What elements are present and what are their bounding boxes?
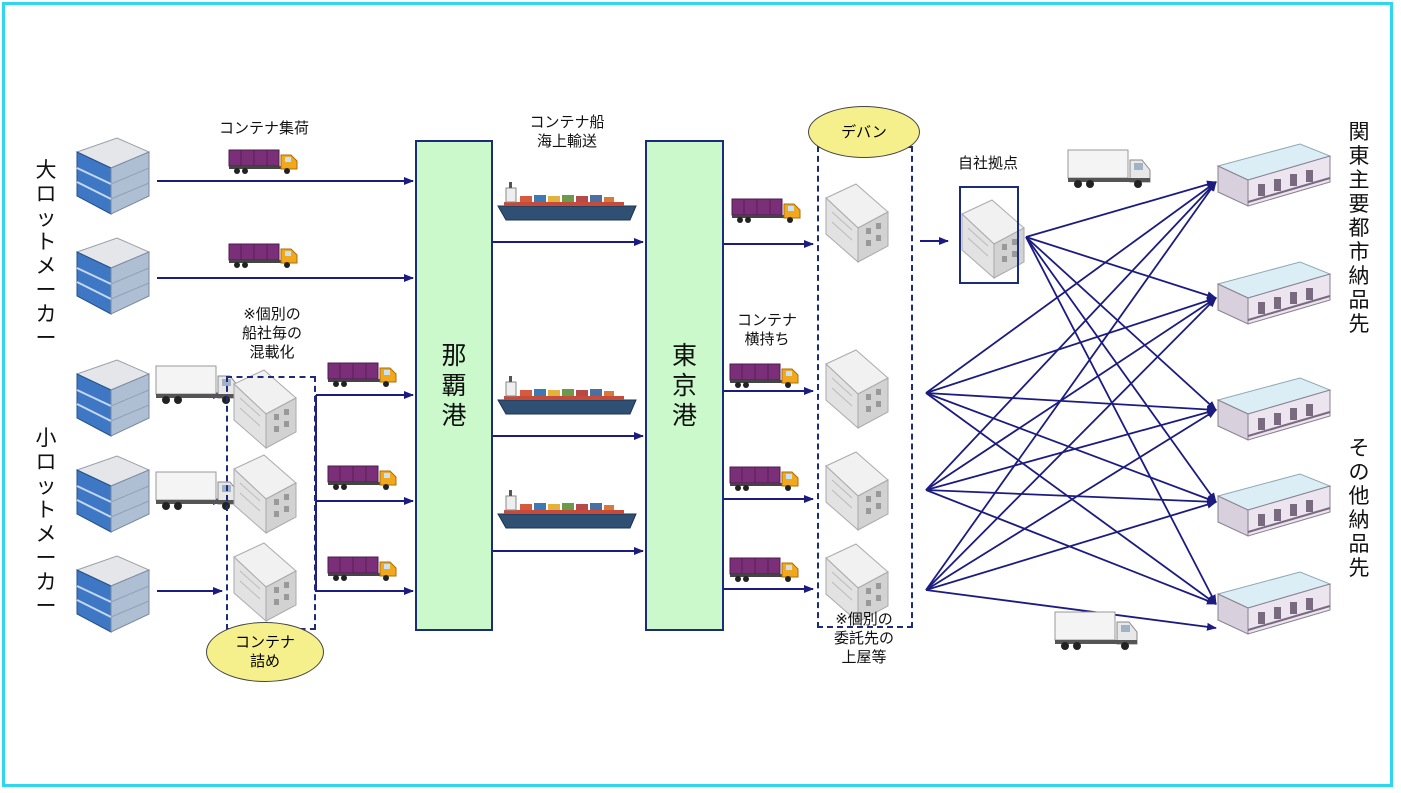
small-lot-maker-label-char: ロ (33, 450, 59, 474)
consolidation-note-line3: 混載化 (217, 343, 327, 362)
kanto-destination-label-char: 市 (1346, 240, 1372, 264)
naha-port-label-line1: 那 (417, 341, 491, 371)
container-truck-icon (730, 467, 798, 491)
other-destination-label-char: 納 (1346, 508, 1372, 532)
factory-icon (77, 238, 149, 314)
container-ship-icon (498, 376, 636, 414)
factory-icon (77, 556, 149, 632)
tokyo-port: 東 京 港 (645, 140, 724, 631)
kanto-destination-label-char: 品 (1346, 288, 1372, 312)
container-drayage-label: コンテナ 横持ち (722, 311, 812, 349)
large-lot-maker-label-char: ロ (33, 182, 59, 206)
large-lot-maker-label-char: カ (33, 302, 59, 326)
small-lot-maker-label-char: ー (33, 594, 59, 618)
small-lot-maker-label-char: 小 (33, 426, 59, 450)
contractor-note-line3: 上屋等 (809, 648, 919, 667)
other-destination-label-char: 品 (1346, 532, 1372, 556)
factory-icon (77, 456, 149, 532)
kanto-destination-label-char: 関 (1346, 120, 1372, 144)
large-lot-maker-label-char: ッ (33, 206, 59, 230)
delivery-warehouse-icon (1218, 474, 1330, 536)
consolidation-note-line2: 船社毎の (217, 324, 327, 343)
tokyo-port-label-line1: 東 (647, 341, 722, 371)
tokyo-port-label: 東 京 港 (647, 341, 722, 431)
devanning-label: デバン (841, 123, 887, 142)
container-truck-icon (730, 364, 798, 388)
container-stuffing-oval: コンテナ 詰め (206, 622, 324, 682)
own-depot-label: 自社拠点 (938, 154, 1038, 173)
devanning-oval: デバン (808, 106, 920, 158)
small-lot-maker-label-char: ッ (33, 474, 59, 498)
kanto-destination-label-char: 主 (1346, 168, 1372, 192)
large-lot-maker-label-char: 大 (33, 158, 59, 182)
consolidation-box (226, 376, 316, 630)
kanto-destination-label-char: 東 (1346, 144, 1372, 168)
factory-icon (77, 138, 149, 214)
naha-port-label-line2: 覇 (417, 371, 491, 401)
container-truck-icon (328, 363, 396, 387)
small-lot-maker-label-char: メ (33, 522, 59, 546)
consolidation-note-line1: ※個別の (217, 305, 327, 324)
container-truck-icon (328, 557, 396, 581)
kanto-destination-label-char: 都 (1346, 216, 1372, 240)
container-stuffing-line1: コンテナ (235, 633, 295, 652)
delivery-warehouse-icon (1218, 572, 1330, 634)
large-lot-maker-label: 大ロットメーカー (33, 158, 59, 350)
large-lot-maker-label-char: ト (33, 230, 59, 254)
container-ship-line2: 海上輸送 (512, 132, 622, 151)
kanto-destination-label: 関東主要都市納品先 (1346, 120, 1372, 336)
devanning-box (817, 146, 913, 628)
container-ship-label: コンテナ船 海上輸送 (512, 113, 622, 151)
consolidation-note: ※個別の 船社毎の 混載化 (217, 305, 327, 362)
container-drayage-line1: コンテナ (722, 311, 812, 330)
container-stuffing-line2: 詰め (250, 652, 280, 671)
delivery-warehouse-icon (1218, 378, 1330, 440)
small-lot-maker-label-char: ト (33, 498, 59, 522)
container-truck-icon (229, 150, 297, 174)
other-destination-label-char: 先 (1346, 556, 1372, 580)
other-destination-label: その他納品先 (1346, 436, 1372, 580)
kanto-destination-label-char: 納 (1346, 264, 1372, 288)
container-ship-icon (498, 182, 636, 220)
small-lot-maker-label-char: カ (33, 570, 59, 594)
kanto-destination-label-char: 要 (1346, 192, 1372, 216)
other-destination-label-char: 他 (1346, 484, 1372, 508)
large-lot-maker-label-char: メ (33, 254, 59, 278)
tokyo-port-label-line2: 京 (647, 371, 722, 401)
other-destination-label-char: の (1346, 460, 1372, 484)
delivery-warehouse-icon (1218, 262, 1330, 324)
container-pickup-label: コンテナ集荷 (203, 119, 325, 138)
container-drayage-line2: 横持ち (722, 330, 812, 349)
contractor-note-line1: ※個別の (809, 610, 919, 629)
container-truck-icon (732, 199, 800, 223)
delivery-warehouse-icon (1218, 144, 1330, 206)
box-truck-icon (1055, 612, 1137, 650)
factory-icon (77, 360, 149, 436)
naha-port: 那 覇 港 (415, 140, 493, 631)
tokyo-port-label-line3: 港 (647, 401, 722, 431)
container-ship-icon (498, 490, 636, 528)
naha-port-label-line3: 港 (417, 401, 491, 431)
large-lot-maker-label-char: ー (33, 278, 59, 302)
contractor-note-line2: 委託先の (809, 629, 919, 648)
container-truck-icon (229, 244, 297, 268)
naha-port-label: 那 覇 港 (417, 341, 491, 431)
small-lot-maker-label: 小ロットメーカー (33, 426, 59, 618)
large-lot-maker-label-char: ー (33, 326, 59, 350)
kanto-destination-label-char: 先 (1346, 312, 1372, 336)
other-destination-label-char: そ (1346, 436, 1372, 460)
own-depot-box (959, 186, 1019, 284)
box-truck-icon (1068, 150, 1150, 188)
container-truck-icon (730, 558, 798, 582)
small-lot-maker-label-char: ー (33, 546, 59, 570)
container-truck-icon (328, 466, 396, 490)
contractor-note: ※個別の 委託先の 上屋等 (809, 610, 919, 667)
container-ship-line1: コンテナ船 (512, 113, 622, 132)
